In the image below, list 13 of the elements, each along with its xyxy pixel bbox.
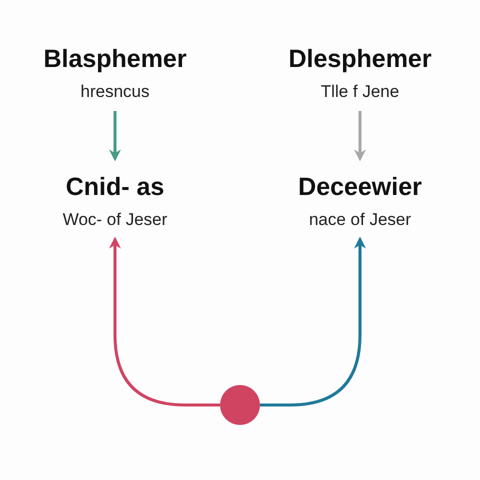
node-title: Cnid- as bbox=[66, 173, 164, 202]
arrow bbox=[109, 236, 220, 406]
node-subtitle: Tlle f Jene bbox=[320, 82, 400, 102]
node-subtitle: hresncus bbox=[80, 82, 150, 102]
node-title: Blasphemer bbox=[43, 45, 187, 74]
node-title: Deceewier bbox=[298, 173, 422, 202]
node-title: Dlesphemer bbox=[288, 45, 432, 74]
arrow bbox=[354, 111, 366, 162]
junction-circle bbox=[220, 385, 260, 425]
arrow bbox=[109, 111, 121, 162]
node-subtitle: Woc- of Jeser bbox=[62, 210, 168, 230]
arrow bbox=[260, 236, 366, 406]
node-subtitle: nace of Jeser bbox=[308, 210, 412, 230]
